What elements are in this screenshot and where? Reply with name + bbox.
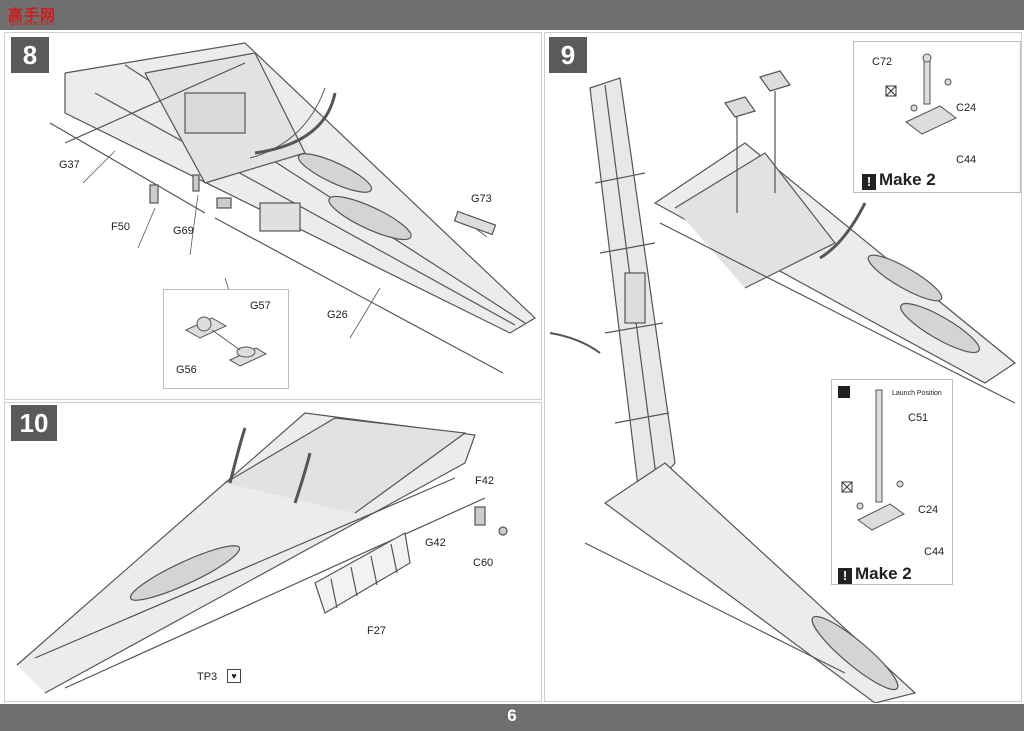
bottom-band: [0, 704, 1024, 731]
step-10-panel: 10 F42 G42 C60 F27 TP3 ♥: [4, 402, 542, 702]
label-f27: F27: [367, 625, 386, 637]
page-number: 6: [507, 706, 517, 725]
step-8-panel: 8 G37 F50 G69 G73 G26 G57 G56: [4, 32, 542, 400]
step-9-drawing: [549, 70, 1017, 703]
logo-subtext: gao.shou.com: [10, 20, 54, 27]
inset-9-bottom-drawing: [838, 386, 905, 531]
label-g69: G69: [173, 225, 194, 237]
logo-text: 高手网: [8, 6, 57, 24]
watermark-logo: 高手网 gao.shou.com: [8, 4, 68, 30]
make-2-bottom: !Make 2: [838, 564, 912, 584]
label-g73: G73: [471, 193, 492, 205]
step-9-number: 9: [549, 37, 587, 73]
step-8-inset: G57 G56: [163, 289, 289, 389]
step-10-drawing: [16, 412, 508, 694]
step-10-number: 10: [11, 405, 57, 441]
label-f50: F50: [111, 221, 130, 233]
make-2-top: !Make 2: [862, 170, 936, 190]
step-8-number: 8: [11, 37, 49, 73]
label-tp3: TP3: [197, 671, 218, 683]
inset-8-drawing: [184, 316, 268, 367]
top-band: [0, 0, 1024, 30]
label-g37: G37: [59, 159, 80, 171]
label-f42: F42: [475, 475, 494, 487]
label-c51: C51: [908, 412, 929, 424]
step-9-inset-top: C72 C24 C44 !Make 2: [853, 41, 1021, 193]
label-launch-position: Launch Position: [892, 390, 942, 397]
label-c44-bottom: C44: [924, 546, 945, 558]
label-c44-top: C44: [956, 154, 977, 166]
step-9-inset-bottom: Launch Position C51 C24 C44 !Make 2: [831, 379, 953, 585]
label-c24-top: C24: [956, 102, 977, 114]
label-c60: C60: [473, 557, 494, 569]
inset-9-top-drawing: [885, 53, 957, 135]
step-9-panel: 9 C72 C24 C44 !Make 2: [544, 32, 1022, 703]
label-g56: G56: [176, 364, 197, 376]
label-c72-top: C72: [872, 56, 893, 68]
label-g26: G26: [327, 309, 348, 321]
tp3-icon: ♥: [227, 669, 241, 683]
exclamation-icon: !: [838, 568, 852, 584]
step-8-drawing: [49, 42, 536, 374]
label-g42: G42: [425, 537, 446, 549]
label-g57: G57: [250, 300, 271, 312]
label-c24-bottom: C24: [918, 504, 939, 516]
exclamation-icon: !: [862, 174, 876, 190]
